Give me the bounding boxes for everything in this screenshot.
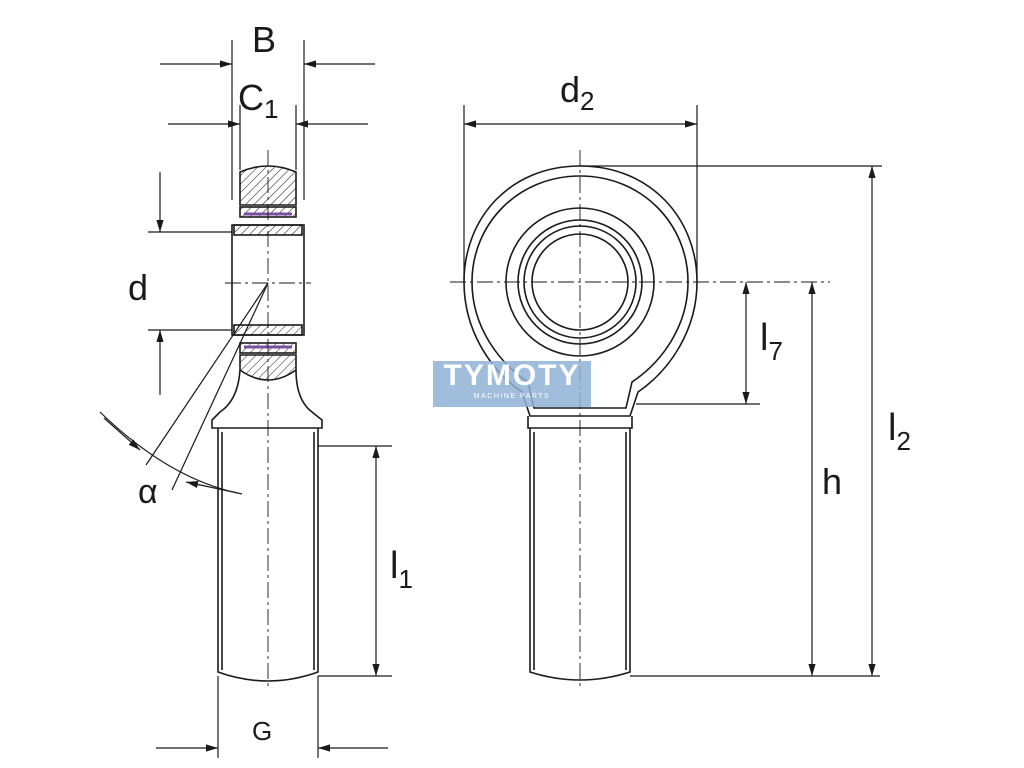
label-d2: d2 (560, 69, 595, 116)
label-B: B (252, 19, 276, 60)
label-l7: l7 (760, 317, 783, 366)
label-C1: C1 (238, 77, 278, 124)
label-l1: l1 (390, 545, 413, 594)
watermark-title: TYMOTY (443, 359, 581, 392)
label-d: d (128, 267, 148, 308)
threaded-shank (217, 428, 319, 682)
dimension-l2 (580, 165, 882, 676)
front-view (450, 150, 830, 690)
dimension-h (630, 282, 880, 677)
dimension-d2 (463, 105, 698, 280)
dimension-l1 (318, 445, 392, 677)
dimension-C1 (168, 105, 368, 170)
label-h: h (822, 461, 842, 502)
label-alpha: α (138, 473, 158, 511)
label-l2: l2 (888, 407, 911, 456)
shank-neck (211, 369, 323, 429)
dimension-d (148, 172, 232, 395)
dimension-l7 (636, 282, 760, 405)
dimension-alpha (99, 282, 269, 495)
label-G: G (252, 716, 272, 746)
watermark-subtitle: MACHINE PARTS (473, 393, 551, 400)
side-section-view (211, 150, 323, 690)
dimension-B (160, 40, 375, 200)
dimension-G (156, 676, 388, 758)
watermark-logo (433, 361, 591, 407)
